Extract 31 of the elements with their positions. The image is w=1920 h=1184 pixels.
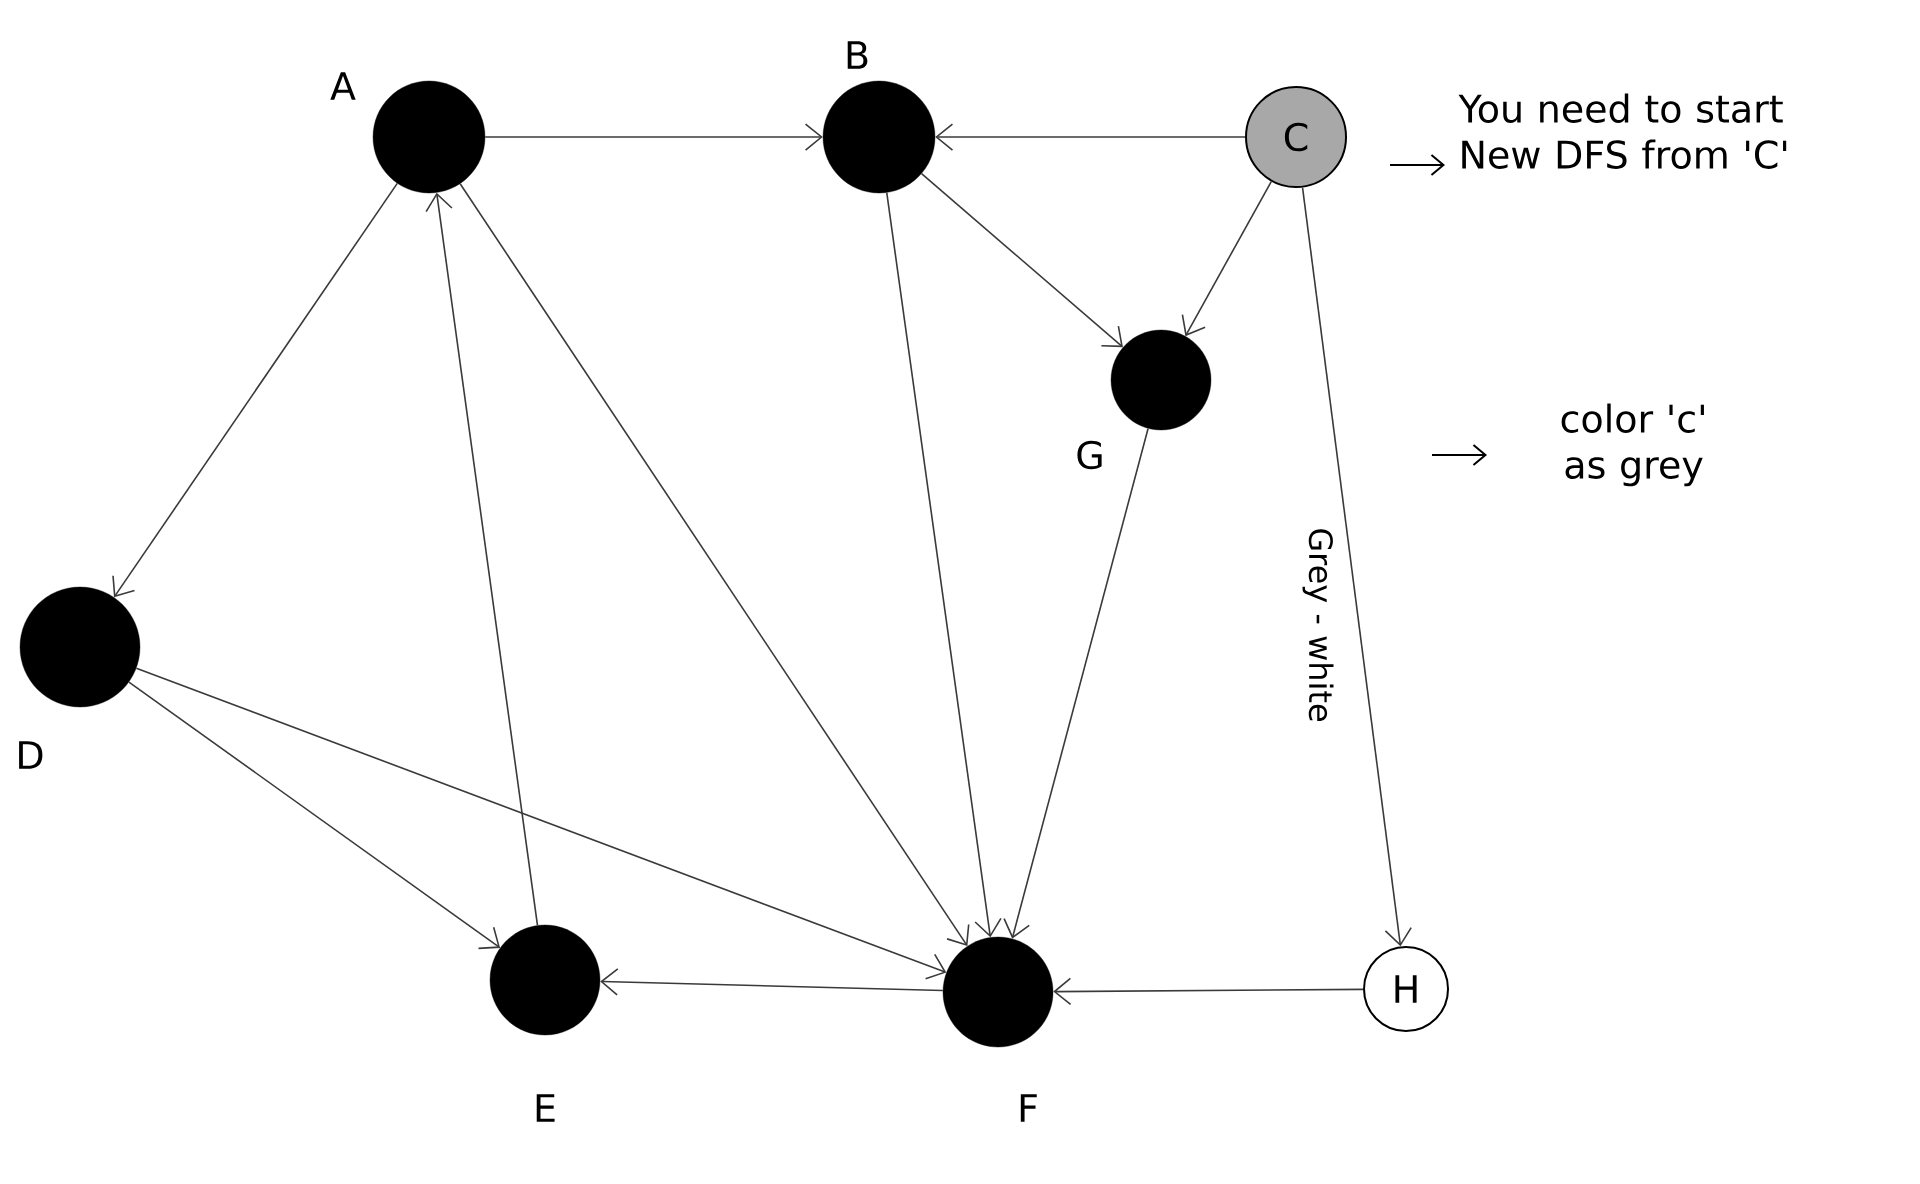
arrow	[112, 182, 399, 598]
arrow	[128, 681, 501, 950]
node-letter: A	[330, 72, 356, 100]
node-letter: B	[847, 41, 868, 69]
arrow	[1053, 977, 1364, 1006]
arrow	[459, 183, 970, 947]
arrow	[1003, 427, 1149, 939]
note-text: You need to start New DFS from 'C'	[1458, 93, 1787, 169]
arrow	[425, 192, 539, 927]
graph-node: C	[1245, 86, 1347, 188]
arrow	[885, 191, 1002, 938]
graph-node	[19, 586, 141, 708]
arrow	[600, 968, 944, 996]
arrow	[1301, 186, 1412, 947]
graph-node	[372, 80, 486, 194]
arrow	[484, 123, 823, 151]
arrow	[935, 123, 1246, 151]
arrow	[1181, 180, 1273, 337]
node-letter: D	[19, 741, 43, 769]
node-letter: F	[1020, 1094, 1037, 1122]
node-letter: E	[536, 1094, 555, 1122]
edge-label: Grey - white	[1302, 529, 1334, 721]
graph-node	[1110, 329, 1212, 431]
graph-node	[822, 80, 936, 194]
graph-node	[489, 924, 601, 1036]
note-text: color 'c' as grey	[1561, 403, 1704, 487]
node-letter: G	[1077, 440, 1102, 470]
arrow	[920, 172, 1123, 348]
arrow	[135, 667, 947, 980]
graph-node	[942, 936, 1054, 1048]
graph-node: H	[1363, 946, 1449, 1032]
